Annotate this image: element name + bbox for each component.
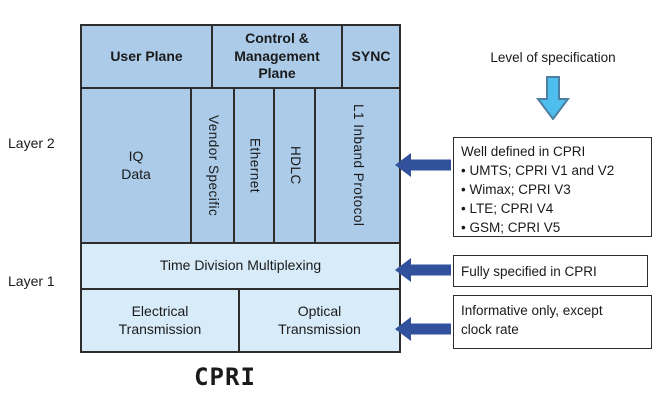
informative-box: Informative only, except clock rate: [453, 295, 652, 349]
fully-specified-text: Fully specified in CPRI: [461, 263, 597, 279]
electrical-transmission-cell: Electrical Transmission: [82, 290, 240, 351]
layer-1-label: Layer 1: [8, 273, 55, 289]
ethernet-cell: Ethernet: [235, 89, 275, 242]
sync-cell: SYNC: [343, 26, 399, 87]
plane-header-row: User Plane Control & Management Plane SY…: [82, 26, 399, 89]
cpri-title: CPRI: [194, 363, 256, 391]
user-plane-cell: User Plane: [82, 26, 213, 87]
well-defined-item-umts: • UMTS; CPRI V1 and V2: [461, 163, 615, 178]
arrow-left-tdm-icon: [394, 256, 452, 284]
arrow-left-layer2-icon: [394, 151, 452, 179]
hdlc-cell: HDLC: [275, 89, 316, 242]
control-management-plane-cell: Control & Management Plane: [213, 26, 343, 87]
well-defined-item-lte: • LTE; CPRI V4: [461, 201, 554, 216]
layer-2-label: Layer 2: [8, 135, 55, 151]
fully-specified-box: Fully specified in CPRI: [453, 255, 648, 287]
cpri-protocol-stack: User Plane Control & Management Plane SY…: [80, 24, 401, 353]
tdm-row: Time Division Multiplexing: [82, 244, 399, 290]
time-division-multiplexing-cell: Time Division Multiplexing: [82, 244, 399, 288]
well-defined-box: Well defined in CPRI • UMTS; CPRI V1 and…: [453, 137, 652, 237]
l1-inband-protocol-cell: L1 Inband Protocol: [316, 89, 399, 242]
iq-data-cell: IQ Data: [82, 89, 192, 242]
arrow-down-icon: [536, 76, 570, 120]
well-defined-item-wimax: • Wimax; CPRI V3: [461, 182, 571, 197]
optical-transmission-cell: Optical Transmission: [240, 290, 399, 351]
well-defined-title: Well defined in CPRI: [461, 144, 586, 159]
well-defined-item-gsm: • GSM; CPRI V5: [461, 220, 561, 235]
arrow-left-phy-icon: [394, 315, 452, 343]
transmission-row: Electrical Transmission Optical Transmis…: [82, 290, 399, 351]
level-of-specification-caption: Level of specification: [490, 50, 616, 65]
layer-2-row: IQ Data Vendor Specific Ethernet HDLC L1…: [82, 89, 399, 244]
vendor-specific-cell: Vendor Specific: [192, 89, 235, 242]
